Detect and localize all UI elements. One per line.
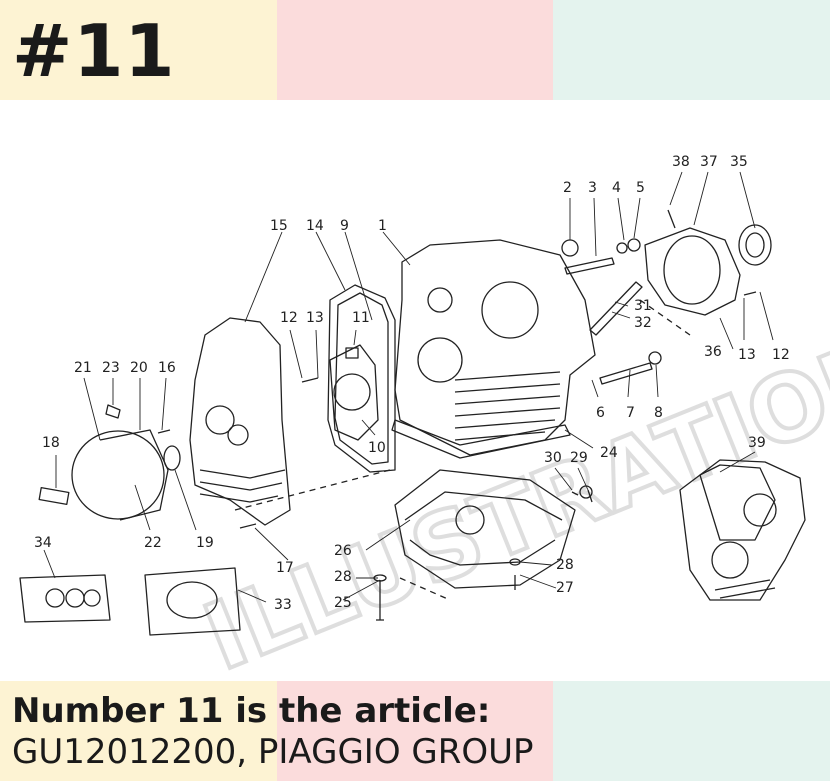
- callout-23: 23: [102, 360, 120, 376]
- band-yellow: [0, 0, 277, 100]
- callout-29: 29: [570, 450, 588, 466]
- rear-flange-part: [644, 227, 741, 316]
- callout-2: 2: [563, 180, 572, 196]
- callout-12: 12: [772, 347, 790, 363]
- callout-15: 15: [270, 218, 288, 234]
- band-mint: [553, 0, 830, 100]
- callout-20: 20: [130, 360, 148, 376]
- callout-11: 11: [352, 310, 370, 326]
- bolt-part: [376, 580, 384, 621]
- callout-13: 13: [738, 347, 756, 363]
- callout-9: 9: [340, 218, 349, 234]
- crankcase-bore: [481, 281, 539, 339]
- engine-assembly-part: [679, 459, 806, 601]
- watermark: ILLUSTRATIONS: [190, 290, 830, 681]
- callout-13: 13: [306, 310, 324, 326]
- plate-part: [38, 487, 70, 505]
- cap-part: [345, 347, 359, 359]
- flange-part: [329, 344, 379, 441]
- gasket-kit-part: [19, 574, 111, 623]
- crankcase-part: [394, 239, 596, 456]
- callout-39: 39: [748, 435, 766, 451]
- callout-10: 10: [368, 440, 386, 456]
- caption-heading: Number 11 is the article:: [12, 691, 491, 731]
- callout-5: 5: [636, 180, 645, 196]
- callout-32: 32: [634, 315, 652, 331]
- callout-30: 30: [544, 450, 562, 466]
- callout-35: 35: [730, 154, 748, 170]
- callout-37: 37: [700, 154, 718, 170]
- caption-article: GU12012200, PIAGGIO GROUP: [12, 732, 534, 772]
- callout-28: 28: [334, 569, 352, 585]
- callout-31: 31: [634, 298, 652, 314]
- callout-36: 36: [704, 344, 722, 360]
- callout-16: 16: [158, 360, 176, 376]
- caption-color-band: [0, 681, 830, 781]
- generator-cover-part: [71, 430, 165, 520]
- callout-4: 4: [612, 180, 621, 196]
- callout-34: 34: [34, 535, 52, 551]
- band-pink: [277, 0, 553, 100]
- callout-18: 18: [42, 435, 60, 451]
- oil-pan-part: [394, 469, 576, 589]
- callout-28: 28: [556, 557, 574, 573]
- band-mint: [553, 681, 830, 781]
- callout-22: 22: [144, 535, 162, 551]
- callout-17: 17: [276, 560, 294, 576]
- callout-7: 7: [626, 405, 635, 421]
- callout-6: 6: [596, 405, 605, 421]
- gasket-part: [327, 284, 396, 473]
- header-color-band: [0, 0, 830, 100]
- callout-33: 33: [274, 597, 292, 613]
- callout-1: 1: [378, 218, 387, 234]
- timing-cover-part: [189, 317, 291, 526]
- callout-21: 21: [74, 360, 92, 376]
- callout-3: 3: [588, 180, 597, 196]
- stud-part: [564, 257, 615, 275]
- crankcase-fins: [454, 371, 561, 441]
- callout-8: 8: [654, 405, 663, 421]
- band-pink: [277, 681, 553, 781]
- band-yellow: [0, 681, 277, 781]
- callout-27: 27: [556, 580, 574, 596]
- callout-38: 38: [672, 154, 690, 170]
- exploded-parts-diagram: ILLUSTRATIONS: [19, 154, 830, 681]
- gasket-kit-part: [144, 567, 241, 636]
- page-title: #11: [12, 9, 176, 93]
- callout-14: 14: [306, 218, 324, 234]
- callout-26: 26: [334, 543, 352, 559]
- callout-19: 19: [196, 535, 214, 551]
- callout-24: 24: [600, 445, 618, 461]
- callout-25: 25: [334, 595, 352, 611]
- callout-12: 12: [280, 310, 298, 326]
